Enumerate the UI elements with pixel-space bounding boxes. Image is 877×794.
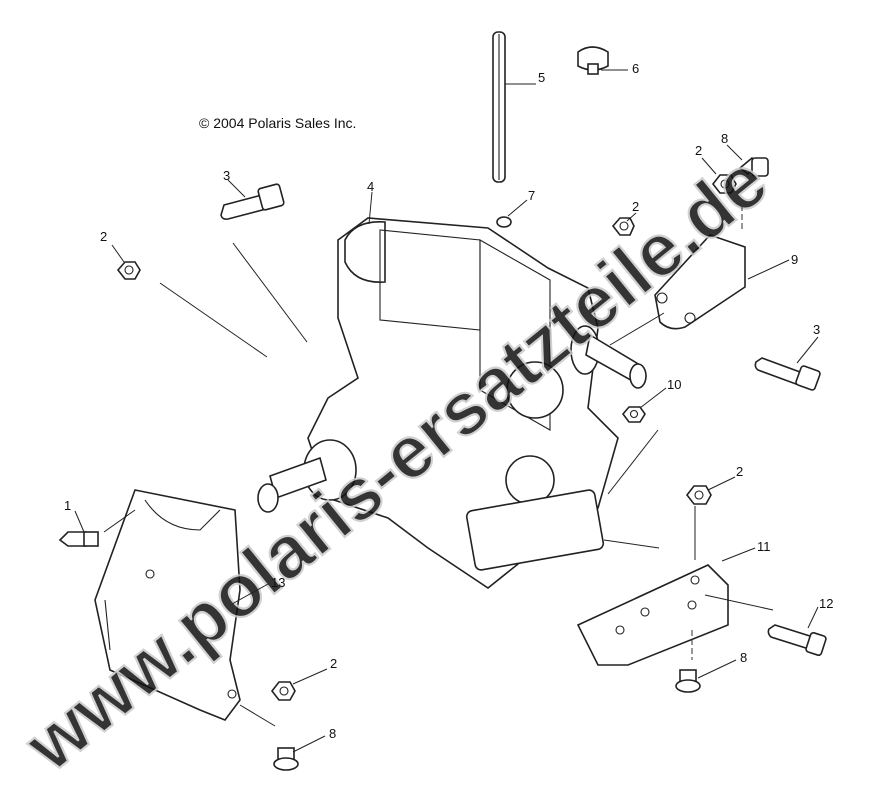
callout-label: 6 — [632, 61, 639, 76]
part-bracket — [94, 489, 241, 721]
callout-label: 2 — [100, 229, 107, 244]
callout: 2 — [707, 464, 743, 491]
callout: 8 — [292, 726, 336, 753]
copyright-text: © 2004 Polaris Sales Inc. — [199, 115, 356, 131]
callout: 2 — [100, 229, 125, 263]
callout: 8 — [721, 131, 743, 161]
part-output-shaft — [570, 325, 647, 389]
callout: 3 — [796, 322, 820, 364]
callout: 1 — [64, 498, 85, 533]
callout-label: 8 — [721, 131, 728, 146]
part-bolt — [675, 669, 701, 693]
callout: 11 — [721, 539, 771, 562]
part-nut — [116, 261, 141, 280]
callout-label: 13 — [271, 575, 285, 590]
callout: 5 — [505, 70, 545, 85]
callout-label: 9 — [791, 252, 798, 267]
callout-label: 2 — [736, 464, 743, 479]
leader-lines — [103, 205, 774, 727]
part-transmission — [307, 217, 619, 589]
part-nut — [685, 485, 712, 505]
callout: 2 — [695, 143, 717, 175]
part-bracket — [576, 564, 729, 666]
part-bolt — [273, 747, 299, 771]
part-nut — [611, 217, 635, 236]
part-bolt — [220, 183, 285, 220]
callout-label: 2 — [330, 656, 337, 671]
part-bolt — [738, 156, 769, 177]
callout-label: 3 — [223, 168, 230, 183]
part-clamp — [577, 46, 609, 75]
callout-label: 12 — [819, 596, 833, 611]
callout: 2 — [292, 656, 337, 685]
part-nut — [621, 406, 646, 423]
part-bracket — [654, 234, 746, 330]
callout-label: 8 — [329, 726, 336, 741]
part-bolt — [754, 357, 821, 391]
callout: 3 — [223, 168, 246, 198]
callout: 4 — [367, 179, 374, 225]
part-nut — [270, 681, 296, 701]
callout-label: 4 — [367, 179, 374, 194]
callout: 12 — [807, 596, 833, 629]
part-bolt — [767, 624, 827, 657]
callout: 10 — [639, 377, 681, 409]
callout-label: 2 — [632, 199, 639, 214]
part-bolt — [58, 531, 99, 547]
callout: 9 — [747, 252, 798, 280]
callout-label: 5 — [538, 70, 545, 85]
callout-label: 10 — [667, 377, 681, 392]
callout: 13 — [231, 575, 285, 605]
part-shaft — [492, 31, 506, 183]
callout: 8 — [697, 650, 747, 679]
callout-label: 3 — [813, 322, 820, 337]
callout-label: 7 — [528, 188, 535, 203]
callout-label: 1 — [64, 498, 71, 513]
callout: 6 — [601, 61, 639, 76]
callout: 7 — [507, 188, 535, 217]
part-plug — [496, 216, 512, 228]
part-nut — [711, 174, 737, 194]
callout-label: 2 — [695, 143, 702, 158]
callout-label: 11 — [757, 539, 771, 554]
part-output-shaft — [257, 439, 357, 513]
callout: 2 — [626, 199, 639, 222]
callout-label: 8 — [740, 650, 747, 665]
